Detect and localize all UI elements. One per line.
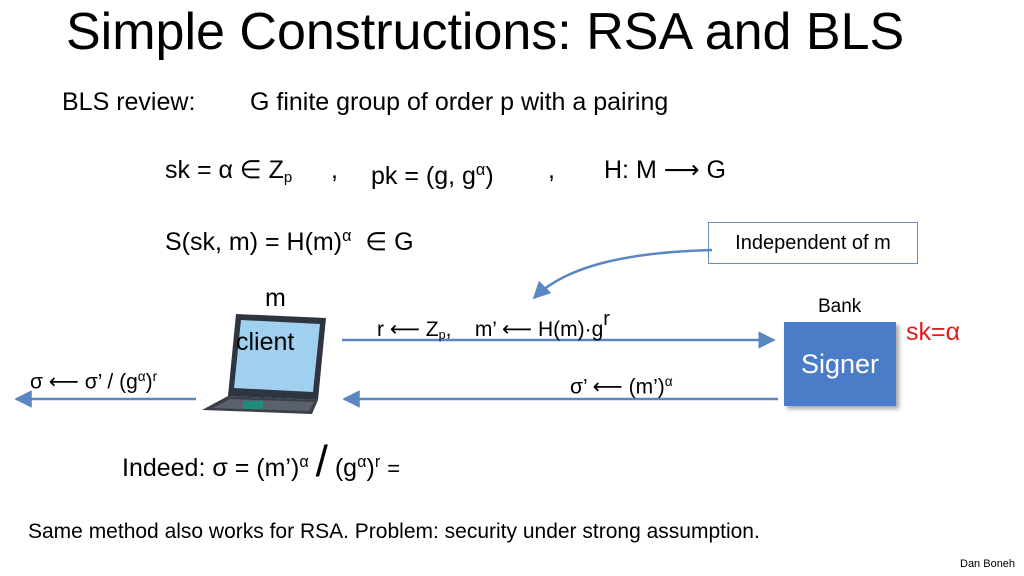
unblind-close: ) bbox=[145, 370, 153, 394]
bank-label: Bank bbox=[818, 296, 862, 317]
indeed-sup3: r bbox=[374, 453, 381, 471]
indeed-close: ) bbox=[366, 453, 375, 482]
signer-box: Signer bbox=[784, 322, 896, 406]
message-label: m bbox=[265, 284, 286, 312]
bls-review-label: BLS review: bbox=[62, 88, 196, 116]
sk-subscript: p bbox=[283, 168, 293, 186]
author-credit: Dan Boneh bbox=[960, 558, 1016, 570]
response-sup: α bbox=[664, 374, 673, 389]
slide-title: Simple Constructions: RSA and BLS bbox=[66, 3, 905, 61]
signer-key: sk=α bbox=[906, 318, 961, 346]
request-m: m’ ⟵ H(m)·g bbox=[474, 317, 604, 341]
sk-text: sk = α ∈ Z bbox=[165, 156, 284, 184]
response-main: σ’ ⟵ (m’) bbox=[570, 375, 665, 399]
indeed-main: Indeed: σ = (m’) bbox=[122, 453, 300, 482]
response-text: σ’ ⟵ (m’)α bbox=[570, 368, 673, 402]
indeed-slash: / bbox=[315, 436, 328, 486]
sign-superscript: α bbox=[342, 227, 352, 245]
unblind-main: σ ⟵ σ’ / (g bbox=[30, 370, 138, 394]
client-label: client bbox=[236, 328, 295, 356]
callout-arrow bbox=[532, 248, 713, 300]
request-sub: p bbox=[438, 328, 446, 343]
indeed-eq: = bbox=[387, 455, 401, 481]
bls-review-text: G finite group of order p with a pairing bbox=[250, 88, 669, 116]
indeed-sup1: α bbox=[299, 453, 309, 471]
footer-text: Same method also works for RSA. Problem:… bbox=[28, 520, 760, 543]
hash-def: H: M ⟶ G bbox=[604, 156, 726, 184]
separator-1: , bbox=[331, 156, 338, 184]
laptop-icon bbox=[202, 314, 326, 414]
sign-text: S(sk, m) = H(m) bbox=[165, 227, 343, 256]
public-key-def: pk = (g, gα) bbox=[371, 154, 494, 192]
independent-callout: Independent of m bbox=[708, 222, 918, 264]
request-text: r ⟵ Zp, m’ ⟵ H(m)·gr bbox=[377, 305, 610, 349]
sign-def: S(sk, m) = H(m)α ∈ G bbox=[165, 220, 414, 258]
unblind-sup2: r bbox=[152, 369, 158, 384]
pk-close: ) bbox=[485, 161, 494, 190]
unblind-text: σ ⟵ σ’ / (gα)r bbox=[30, 363, 157, 397]
request-sup: r bbox=[603, 308, 610, 330]
pk-text: pk = (g, g bbox=[371, 161, 476, 190]
indeed-equation: Indeed: σ = (m’)α / (gα)r = bbox=[122, 439, 401, 485]
request-comma: , bbox=[445, 317, 452, 341]
pk-superscript: α bbox=[475, 161, 486, 179]
request-r: r ⟵ Z bbox=[377, 317, 439, 341]
separator-2: , bbox=[548, 156, 555, 184]
unblind-sup1: α bbox=[137, 369, 146, 384]
indeed-g: (g bbox=[334, 453, 358, 482]
secret-key-def: sk = α ∈ Zp bbox=[165, 154, 292, 194]
sign-group: ∈ G bbox=[365, 227, 414, 256]
indeed-sup2: α bbox=[357, 453, 367, 471]
